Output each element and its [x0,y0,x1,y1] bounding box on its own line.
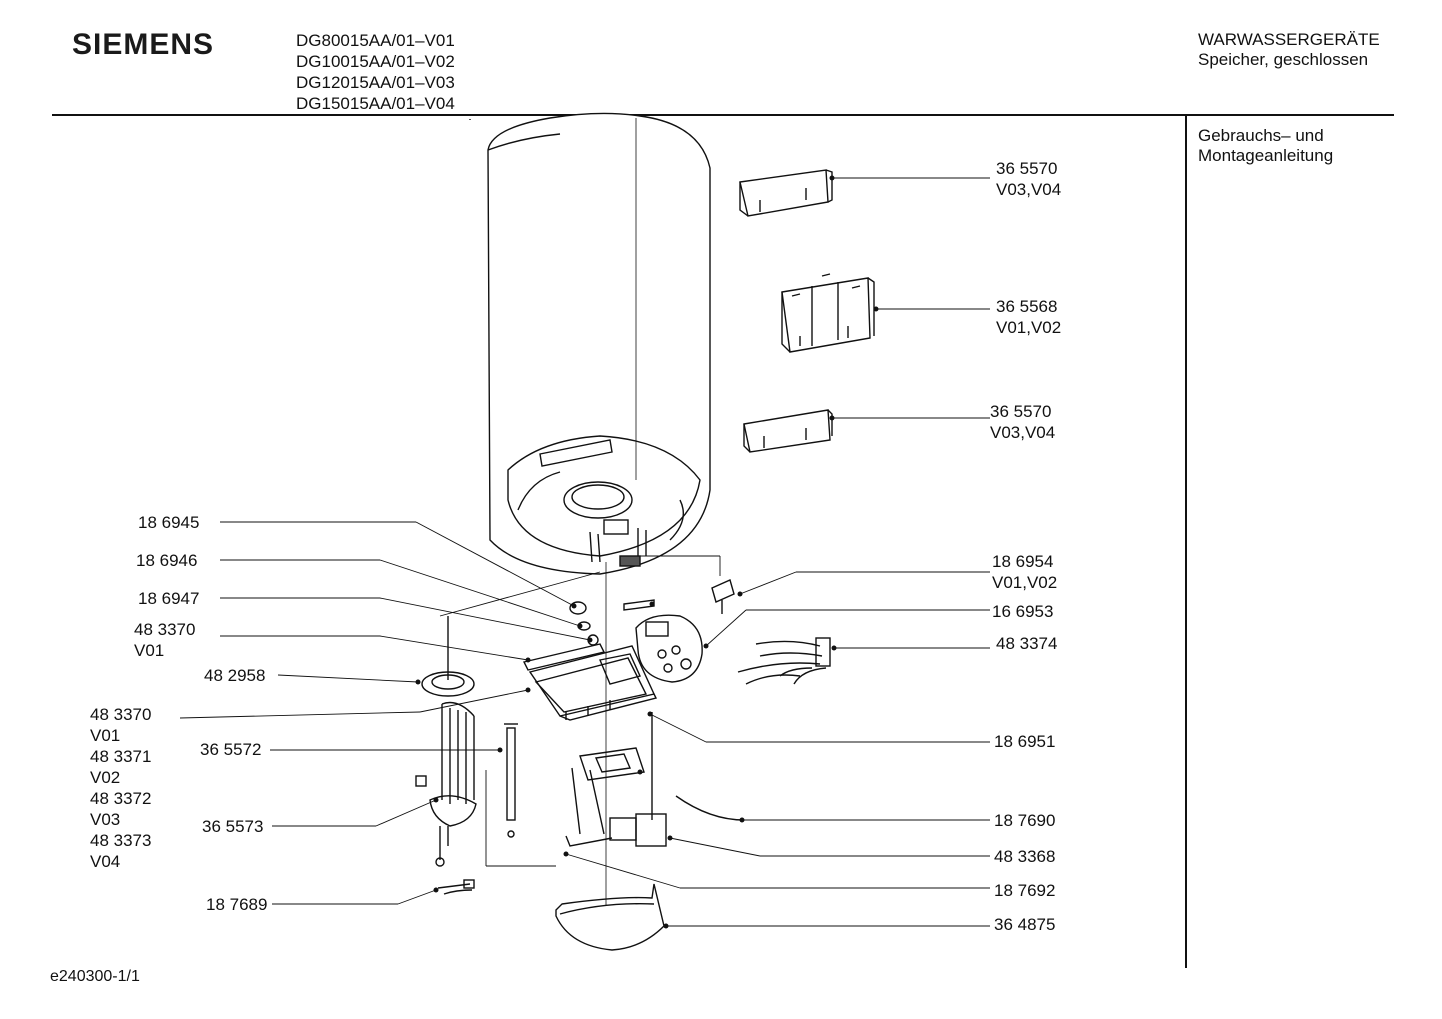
part-variant: V01 [134,641,165,660]
model-number: DG15015AA/01–V04 [296,94,455,113]
model-list: DG80015AA/01–V01 DG10015AA/01–V02 DG1201… [296,30,455,114]
part-label-48-3374: 48 3374 [996,633,1057,654]
grounding-clip [711,579,735,614]
product-category: WARWASSERGERÄTE Speicher, geschlossen [1198,30,1380,70]
part-number: 18 6946 [136,551,198,570]
part-variant: V03,V04 [996,180,1062,199]
wiring-harness [737,637,831,685]
heating-flange [421,616,475,697]
part-label-36-4875: 36 4875 [994,914,1055,935]
part-label-18-6954: 18 6954 V01,V02 [992,551,1057,593]
thermostat-bracket [579,747,645,781]
part-label-18-6946: 18 6946 [136,550,197,571]
part-number: 36 4875 [994,915,1056,934]
part-label-48-3368: 48 3368 [994,846,1055,867]
part-label-18-7689: 18 7689 [206,894,267,915]
control-housing [522,643,658,721]
part-number: 18 6947 [138,589,200,608]
control-cover [555,562,665,951]
part-number: 48 3370 [134,620,196,639]
manual-line: Montageanleitung [1198,146,1334,165]
wall-bracket-top [739,169,833,217]
manual-reference: Gebrauchs– und Montageanleitung [1198,126,1333,166]
brand-logo: SIEMENS [72,28,215,61]
part-number: 48 3373 [90,831,152,850]
part-variant: V01 [90,726,121,745]
category-subtitle: Speicher, geschlossen [1198,50,1369,69]
manual-line: Gebrauchs– und [1198,126,1324,145]
leader-lines [179,177,990,927]
cable-assembly [437,879,475,895]
part-number: 48 3371 [90,747,152,766]
part-label-18-7690: 18 7690 [994,810,1055,831]
terminal-plate [635,614,703,683]
part-number: 18 7690 [994,811,1056,830]
part-number: 36 5573 [202,817,264,836]
header-divider [52,114,1394,116]
part-number: 36 5570 [990,402,1052,421]
document-id: e240300-1/1 [50,968,140,985]
sidebar-divider [1185,116,1187,968]
part-label-36-5568: 36 5568 V01,V02 [996,296,1061,338]
part-number: 36 5568 [996,297,1058,316]
part-label-18-6951: 18 6951 [994,731,1055,752]
part-label-36-5572: 36 5572 [200,739,261,760]
part-number: 36 5572 [200,740,262,759]
model-number: DG80015AA/01–V01 [296,31,455,50]
sensor-connector [623,599,655,611]
part-variant: V03 [90,810,121,829]
part-number: 18 6954 [992,552,1054,571]
part-label-36-5570-top: 36 5570 V03,V04 [996,158,1061,200]
part-label-18-6947: 18 6947 [138,588,199,609]
part-number: 36 5570 [996,159,1058,178]
part-label-18-6945: 18 6945 [138,512,199,533]
part-label-heating-elements: 48 3370 V01 48 3371 V02 48 3372 V03 48 3… [90,704,151,872]
part-number: 18 6945 [138,513,200,532]
leader-dots [415,175,879,929]
part-number: 18 7689 [206,895,268,914]
model-number: DG12015AA/01–V03 [296,73,455,92]
part-number: 18 6951 [994,732,1056,751]
wall-bracket-bottom [743,409,833,453]
part-number: 18 7692 [994,881,1056,900]
thermostat [565,712,745,847]
water-tank [469,112,711,575]
part-variant: V04 [90,852,121,871]
part-label-48-3370: 48 3370 V01 [134,619,195,661]
wall-bracket-middle [781,273,875,353]
part-variant: V03,V04 [990,423,1056,442]
part-variant: V02 [90,768,121,787]
part-label-18-7692: 18 7692 [994,880,1055,901]
part-label-16-6953: 16 6953 [992,601,1053,622]
part-number: 48 3374 [996,634,1058,653]
part-number: 48 3372 [90,789,152,808]
part-number: 48 2958 [204,666,266,685]
heating-element [415,701,477,867]
anode-rod [504,723,518,838]
part-number: 48 3368 [994,847,1056,866]
part-label-36-5573: 36 5573 [202,816,263,837]
part-number: 48 3370 [90,705,152,724]
model-number: DG10015AA/01–V02 [296,52,455,71]
part-variant: V01,V02 [996,318,1062,337]
part-label-48-2958: 48 2958 [204,665,265,686]
category-title: WARWASSERGERÄTE [1198,30,1380,49]
part-label-36-5570-bottom: 36 5570 V03,V04 [990,401,1055,443]
part-variant: V01,V02 [992,573,1058,592]
part-number: 16 6953 [992,602,1054,621]
